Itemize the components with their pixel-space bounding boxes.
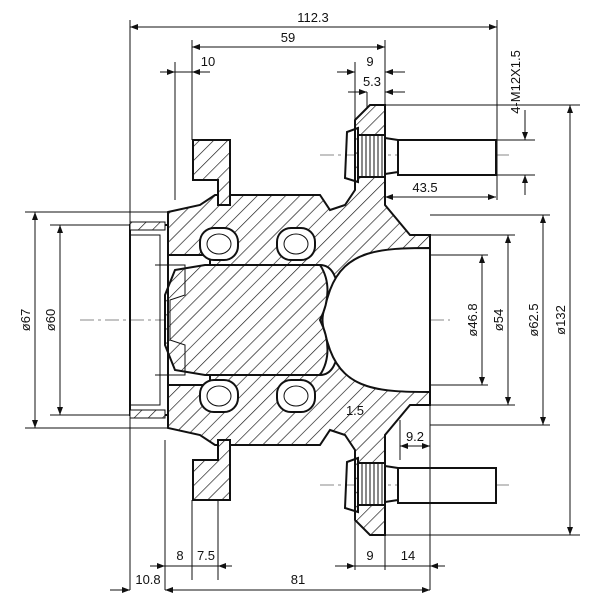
- dim-overall-length: 112.3: [297, 10, 329, 25]
- inner-ring-section: [164, 264, 329, 376]
- bearing-balls: [199, 227, 316, 413]
- dimension-lines: [32, 24, 573, 593]
- dim-stud-length: 43.5: [412, 180, 437, 195]
- dim-14: 14: [401, 548, 415, 563]
- dim-dia-46-8: ø46.8: [465, 303, 480, 336]
- dim-stud-seat: 5.3: [363, 74, 381, 89]
- left-flange-top: [192, 139, 231, 206]
- dim-pilot: 9.2: [406, 429, 424, 444]
- dim-dia-62-5: ø62.5: [526, 303, 541, 336]
- left-flange-bottom: [192, 439, 231, 501]
- wheel-stud-top: [343, 126, 497, 184]
- dim-left-flange: 10: [201, 54, 215, 69]
- stud-thread-spec: 4-M12X1.5: [508, 50, 523, 114]
- dim-flange-thickness: 9: [366, 54, 373, 69]
- dim-9-bottom: 9: [366, 548, 373, 563]
- dim-10-8: 10.8: [135, 572, 160, 587]
- dim-dia-67: ø67: [18, 309, 33, 331]
- dim-chamfer: 1.5: [346, 403, 364, 418]
- hub-bore: [321, 246, 431, 394]
- wheel-stud-bottom: [343, 456, 497, 514]
- dim-flange-to-face: 59: [281, 30, 295, 45]
- dim-8: 8: [176, 548, 183, 563]
- dim-dia-60: ø60: [43, 309, 58, 331]
- dim-dia-132: ø132: [553, 305, 568, 335]
- dim-7-5: 7.5: [197, 548, 215, 563]
- dim-dia-54: ø54: [491, 309, 506, 331]
- dim-81: 81: [291, 572, 305, 587]
